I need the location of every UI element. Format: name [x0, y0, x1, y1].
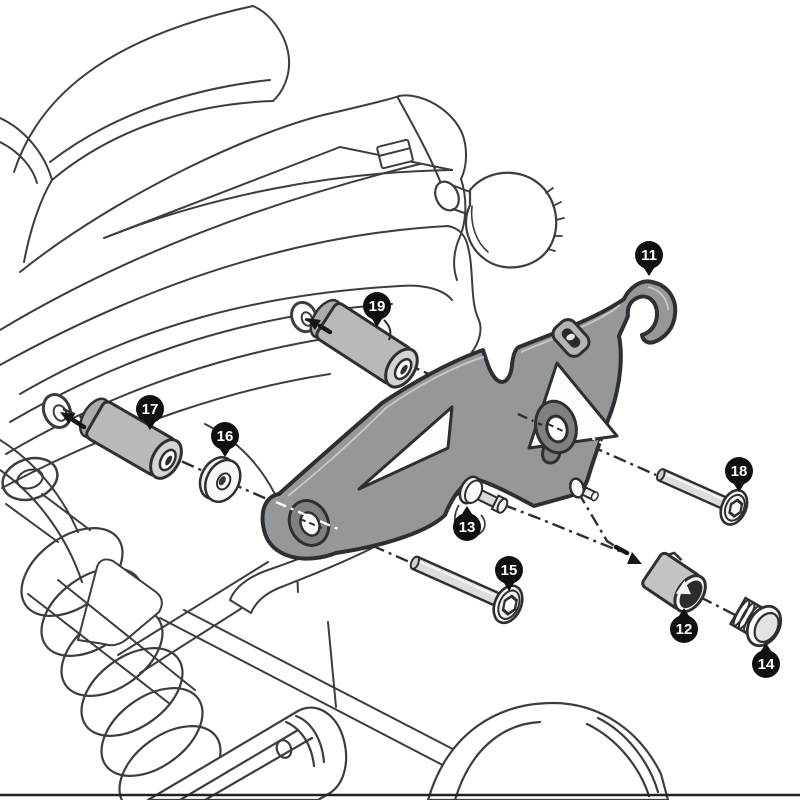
muffler [146, 706, 348, 800]
callout-label: 14 [757, 655, 775, 673]
callout-label: 17 [141, 400, 159, 418]
axis-screw13 [503, 503, 623, 554]
shock-absorber [1, 456, 91, 543]
turn-signal [434, 171, 565, 269]
callout-12: 12 [670, 615, 698, 643]
callout-label: 19 [368, 297, 386, 315]
countersunk-bolt-18 [656, 468, 749, 526]
shoulder-screw-13 [454, 475, 509, 537]
bracket-plate [260, 279, 678, 561]
callout-label: 18 [730, 462, 748, 480]
callout-16: 16 [211, 422, 239, 450]
callout-label: 12 [675, 620, 693, 638]
callout-19: 19 [363, 292, 391, 320]
callout-17: 17 [136, 395, 164, 423]
axis-bushing-plug [699, 595, 742, 620]
callout-label: 13 [458, 518, 476, 536]
bracket-slot-hole [551, 318, 591, 358]
callout-11: 11 [635, 241, 663, 269]
axis-overlays [275, 412, 617, 531]
callout-13: 13 [453, 513, 481, 541]
callout-label: 11 [641, 246, 657, 264]
callout-18: 18 [725, 457, 753, 485]
callout19-leader [383, 319, 392, 341]
threaded-plug-14 [728, 596, 783, 648]
spacer-rear-19 [309, 298, 419, 389]
frame-swingarm [27, 558, 533, 799]
insertion-arrows [60, 318, 642, 564]
callout-14: 14 [752, 650, 780, 678]
callout-label: 16 [216, 427, 234, 445]
spacer-front-17 [78, 397, 183, 480]
washer-16 [198, 456, 242, 504]
seat-outline [0, 5, 291, 263]
insertion-arrow-icon [613, 544, 642, 564]
screw-tip-13 [580, 486, 599, 502]
callout-15: 15 [495, 556, 523, 584]
insertion-arrow-icon [60, 412, 87, 430]
tail-cowl-outline [0, 94, 482, 377]
bracket-cutout-left [357, 405, 454, 491]
callout-label: 15 [500, 561, 518, 579]
insertion-arrow-icon [306, 318, 333, 335]
license-light [376, 138, 414, 170]
bracket-small-hole [569, 477, 585, 499]
shock-spring [20, 527, 222, 800]
exhaust-end [426, 701, 670, 800]
